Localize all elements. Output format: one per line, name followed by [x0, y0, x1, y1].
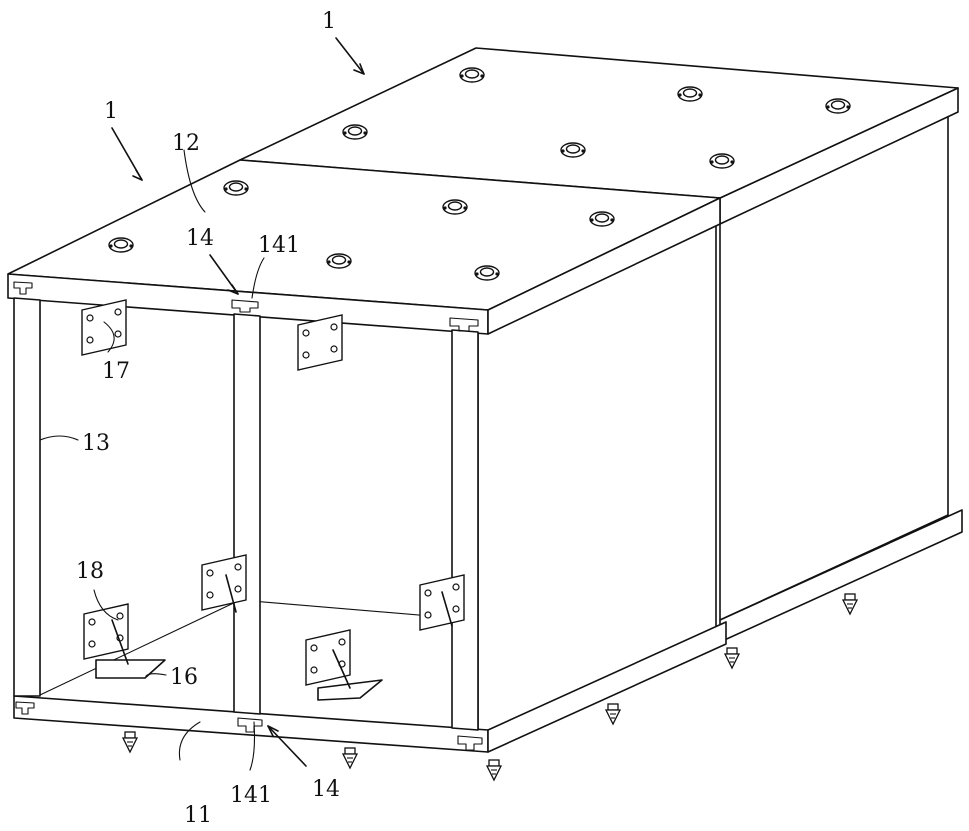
label-connector-bottom: 14 — [312, 777, 340, 802]
label-slot-top: 141 — [258, 233, 300, 258]
label-slot-bottom: 141 — [230, 783, 272, 808]
label-top-plate: 12 — [172, 131, 200, 156]
label-upper-bracket: 17 — [102, 359, 130, 384]
label-column: 13 — [82, 431, 110, 456]
label-lower-bracket: 18 — [76, 559, 104, 584]
label-connector-top: 14 — [186, 226, 214, 251]
label-base-plate-bracket: 16 — [170, 665, 198, 690]
label-bottom-plate: 11 — [184, 803, 212, 828]
label-unit-top: 1 — [322, 9, 336, 34]
label-unit-left: 1 — [104, 99, 118, 124]
angle-bracket-icon — [82, 300, 464, 700]
